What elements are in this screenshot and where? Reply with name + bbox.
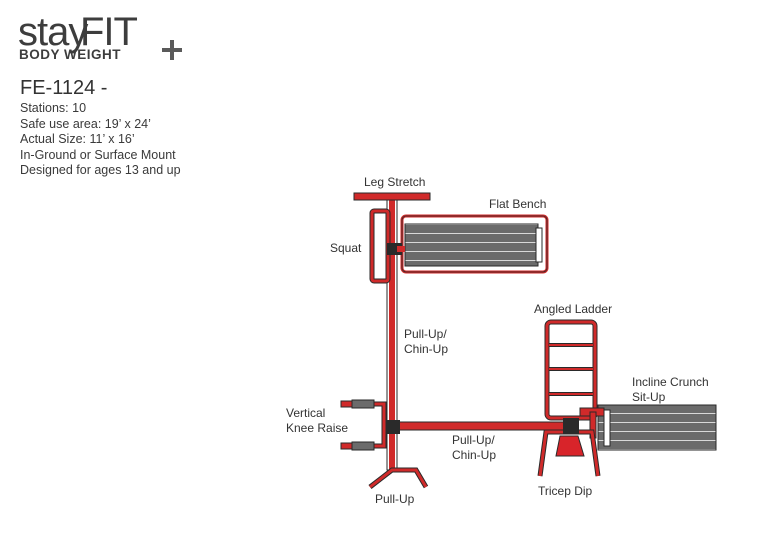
- label-leg-stretch: Leg Stretch: [364, 175, 425, 189]
- tricep-dip: [537, 418, 601, 477]
- squat-frame: [369, 208, 391, 284]
- model-number: FE-1124 -: [20, 77, 108, 99]
- horizontal-connector: [392, 421, 576, 431]
- flat-bench: [387, 214, 549, 274]
- plus-icon: [162, 40, 182, 60]
- spec-actual-size: Actual Size: 11’ x 16’: [20, 132, 135, 146]
- label-angled-ladder: Angled Ladder: [534, 302, 612, 316]
- pullup-base: [368, 467, 429, 489]
- label-pullup-chinup-1-line1: Pull-Up/: [404, 327, 447, 341]
- brand-subtitle: BODY WEIGHT: [19, 47, 122, 62]
- label-incline-crunch-line2: Sit-Up: [632, 390, 666, 404]
- brand-logo: stay FIT BODY WEIGHT: [18, 10, 182, 70]
- spec-mount: In-Ground or Surface Mount: [20, 147, 176, 162]
- label-pullup-chinup-2-line1: Pull-Up/: [452, 433, 495, 447]
- spec-stations: Stations: 10: [20, 101, 87, 115]
- spec-ages: Designed for ages 13 and up: [20, 163, 181, 177]
- angled-ladder: [544, 319, 598, 421]
- label-vertical-knee-raise-line1: Vertical: [286, 406, 325, 420]
- label-vertical-knee-raise-line2: Knee Raise: [286, 421, 348, 435]
- vertical-knee-raise: [340, 399, 400, 451]
- brand-name-part2: FIT: [80, 10, 138, 54]
- incline-crunch-board: [579, 404, 717, 451]
- brand-name-part1: stay: [18, 10, 88, 54]
- label-tricep-dip: Tricep Dip: [538, 484, 593, 498]
- spec-safe-area: Safe use area: 19’ x 24’: [20, 116, 151, 131]
- label-pullup-chinup-2-line2: Chin-Up: [452, 448, 496, 462]
- leg-stretch-bar: [353, 192, 431, 201]
- product-specs: FE-1124 - Stations: 10 Safe use area: 19…: [20, 78, 181, 180]
- label-incline-crunch-line1: Incline Crunch: [632, 375, 709, 389]
- label-flat-bench: Flat Bench: [489, 197, 546, 211]
- label-pullup: Pull-Up: [375, 492, 415, 506]
- label-squat: Squat: [330, 241, 362, 255]
- label-pullup-chinup-1-line2: Chin-Up: [404, 342, 448, 356]
